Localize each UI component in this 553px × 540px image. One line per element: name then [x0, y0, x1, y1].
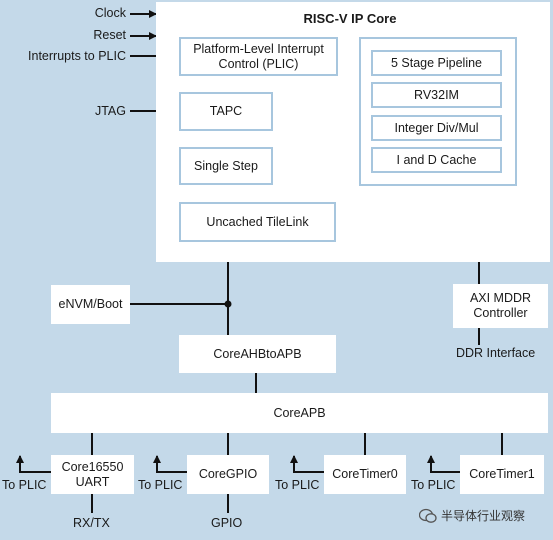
integer-divmul-box: Integer Div/Mul — [371, 115, 502, 141]
gpio-block: CoreGPIO — [187, 455, 269, 494]
jtag-label: JTAG — [94, 104, 126, 118]
watermark-text: 半导体行业观察 — [441, 509, 526, 523]
uart-block: Core16550 UART — [51, 455, 134, 494]
ip-core-title: RISC-V IP Core — [303, 11, 397, 26]
bus-junction-dot — [224, 300, 232, 308]
core-apb-bus: CoreAPB — [51, 393, 548, 433]
timer0-to-plic-label: To PLIC — [275, 478, 320, 492]
ddr-interface-label: DDR Interface — [456, 346, 536, 360]
timer1-plic-arrow — [427, 455, 460, 473]
core-ahb-to-apb-block: CoreAHBtoAPB — [179, 335, 336, 373]
gpio-to-plic-label: To PLIC — [138, 478, 183, 492]
chat-bubble-icon — [419, 508, 437, 523]
timer0-block: CoreTimer0 — [324, 455, 406, 494]
gpio-plic-arrow — [153, 455, 187, 473]
rx-tx-label: RX/TX — [73, 516, 110, 530]
timer1-block: CoreTimer1 — [460, 455, 544, 494]
rv32im-box: RV32IM — [371, 82, 502, 108]
cache-box: I and D Cache — [371, 147, 502, 173]
uart-to-plic-label: To PLIC — [2, 478, 47, 492]
single-step-block: Single Step — [179, 147, 273, 185]
timer0-plic-arrow — [290, 455, 324, 473]
watermark: 半导体行业观察 — [419, 507, 525, 524]
pipeline-stage-box: 5 Stage Pipeline — [371, 50, 502, 76]
axi-mddr-controller-block: AXI MDDR Controller — [453, 284, 548, 328]
interrupts-label: Interrupts to PLIC — [28, 49, 126, 63]
plic-block: Platform-Level Interrupt Control (PLIC) — [179, 37, 338, 76]
envm-boot-block: eNVM/Boot — [51, 285, 130, 324]
clock-label: Clock — [94, 6, 126, 20]
uncached-tilelink-block: Uncached TileLink — [179, 202, 336, 242]
reset-label: Reset — [93, 28, 126, 42]
timer1-to-plic-label: To PLIC — [411, 478, 456, 492]
uart-plic-arrow — [16, 455, 51, 473]
tapc-block: TAPC — [179, 92, 273, 131]
gpio-io-label: GPIO — [211, 516, 243, 530]
